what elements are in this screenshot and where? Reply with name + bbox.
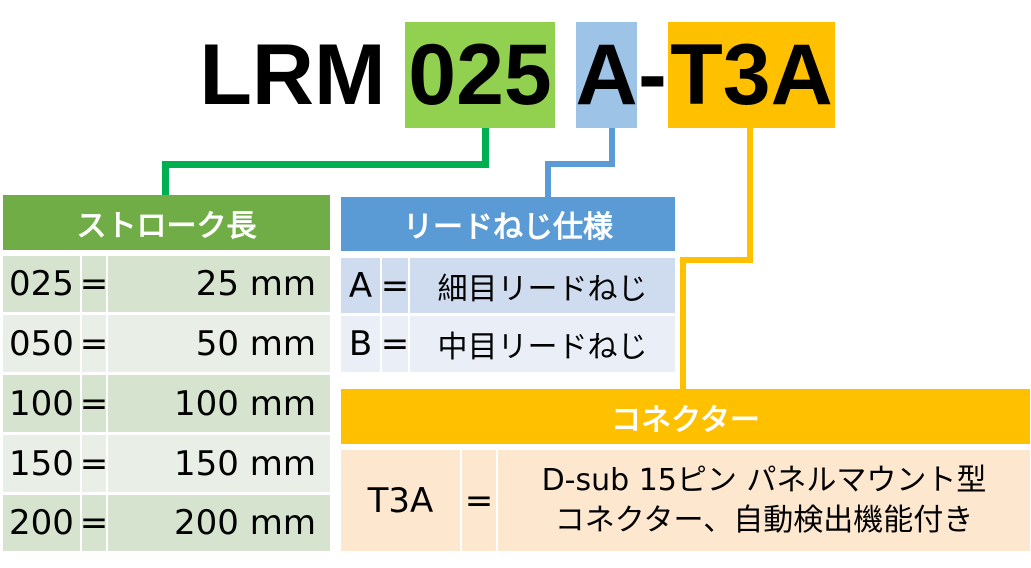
equals-cell: = [80,495,108,551]
stroke-table-header: ストローク長 [3,195,330,250]
equals-cell: = [462,450,496,551]
code-cell: 050 [3,315,80,372]
value-cell: 50 mm [108,315,330,372]
equals-cell: = [381,258,409,313]
equals-cell: = [381,316,409,372]
description-line-2: コネクター、自動検出機能付き [554,502,974,538]
code-cell: 150 [3,435,80,492]
equals-cell: = [80,315,108,372]
connector-code-box: T3A [668,22,835,128]
value-cell: 25 mm [108,256,330,312]
value-cell: 中目リードねじ [410,316,675,372]
code-cell: T3A [341,450,460,551]
equals-cell: = [80,375,108,432]
value-cell: 200 mm [108,495,330,551]
value-cell: 150 mm [108,435,330,492]
code-cell: A [341,258,380,313]
model-prefix: LRM [199,26,386,123]
lead-code-box: A [575,22,638,128]
stroke-code-box: 025 [405,22,555,128]
equals-cell: = [80,435,108,492]
code-cell: 100 [3,375,80,432]
code-cell: 025 [3,256,80,312]
value-cell: 100 mm [108,375,330,432]
lead-table-header: リードねじ仕様 [341,197,675,251]
description-line-1: D-sub 15ピン パネルマウント型 [541,462,987,498]
equals-cell: = [80,256,108,312]
value-cell: 細目リードねじ [410,258,675,313]
code-cell: B [341,316,380,372]
value-cell: D-sub 15ピン パネルマウント型 コネクター、自動検出機能付き [498,450,1030,551]
code-cell: 200 [3,495,80,551]
connector-table-header: コネクター [341,389,1030,444]
model-dash: - [638,26,667,123]
